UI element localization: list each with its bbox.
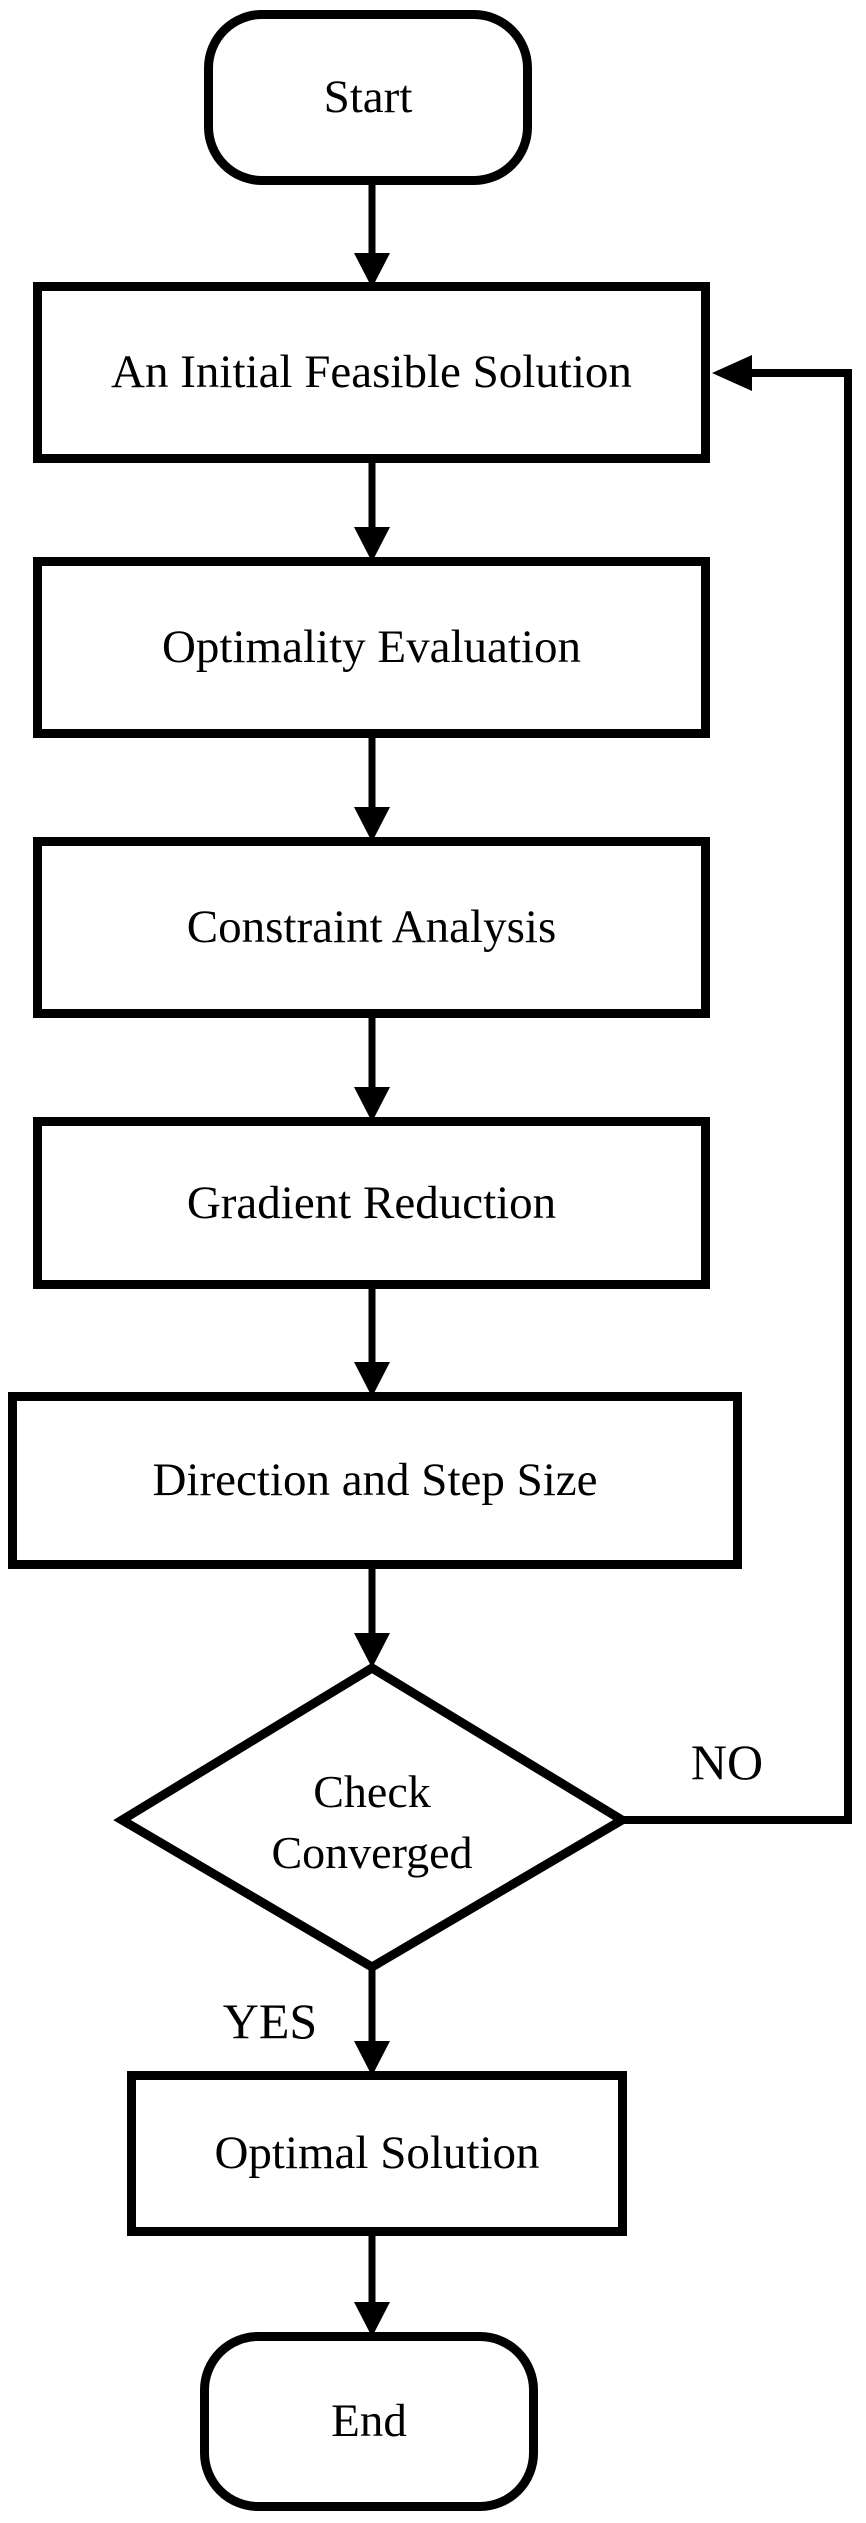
node-initial-feasible-solution: An Initial Feasible Solution	[33, 282, 710, 463]
node-start-label: Start	[323, 71, 413, 124]
edge-initial-to-optimality	[354, 458, 390, 562]
node-constraint-analysis: Constraint Analysis	[33, 837, 710, 1018]
node-check-converged: Check Converged	[222, 1748, 522, 1898]
node-optimality-evaluation: Optimality Evaluation	[33, 557, 710, 738]
edge-optimality-to-constraint	[354, 733, 390, 842]
edge-constraint-to-gradient	[354, 1013, 390, 1122]
arrowhead-down-icon	[354, 1633, 390, 1668]
node-end: End	[200, 2332, 538, 2511]
edge-decision-yes-to-optimal	[354, 1964, 390, 2076]
node-optimal-label: Optimal Solution	[214, 2127, 540, 2180]
arrowhead-down-icon	[354, 2041, 390, 2076]
node-gradient-reduction: Gradient Reduction	[33, 1117, 710, 1289]
arrowhead-down-icon	[354, 1362, 390, 1397]
node-optimal-solution: Optimal Solution	[127, 2071, 627, 2236]
node-start: Start	[204, 10, 532, 185]
arrowhead-down-icon	[354, 807, 390, 842]
edge-optimal-to-end	[354, 2230, 390, 2337]
edge-gradient-to-direction	[354, 1284, 390, 1397]
arrowhead-left-icon	[712, 355, 752, 391]
arrowhead-down-icon	[354, 527, 390, 562]
arrowhead-down-icon	[354, 2302, 390, 2337]
arrowhead-down-icon	[354, 1087, 390, 1122]
node-initial-label: An Initial Feasible Solution	[111, 346, 632, 399]
node-gradient-label: Gradient Reduction	[186, 1176, 557, 1229]
node-constraint-label: Constraint Analysis	[186, 901, 557, 954]
decision-label-line1: Check	[313, 1766, 431, 1818]
decision-label-line2: Converged	[271, 1827, 473, 1878]
node-end-label: End	[331, 2395, 407, 2448]
edge-direction-to-decision	[354, 1564, 390, 1668]
node-optimality-label: Optimality Evaluation	[161, 621, 581, 674]
node-direction-step-size: Direction and Step Size	[8, 1392, 742, 1569]
edge-shaft	[620, 369, 852, 1824]
arrowhead-down-icon	[354, 253, 390, 288]
edge-decision-no-loop	[620, 355, 852, 1824]
branch-label-no: NO	[690, 1734, 764, 1790]
node-direction-label: Direction and Step Size	[152, 1454, 598, 1507]
branch-label-yes: YES	[222, 1993, 318, 2049]
edge-start-to-initial	[354, 180, 390, 288]
